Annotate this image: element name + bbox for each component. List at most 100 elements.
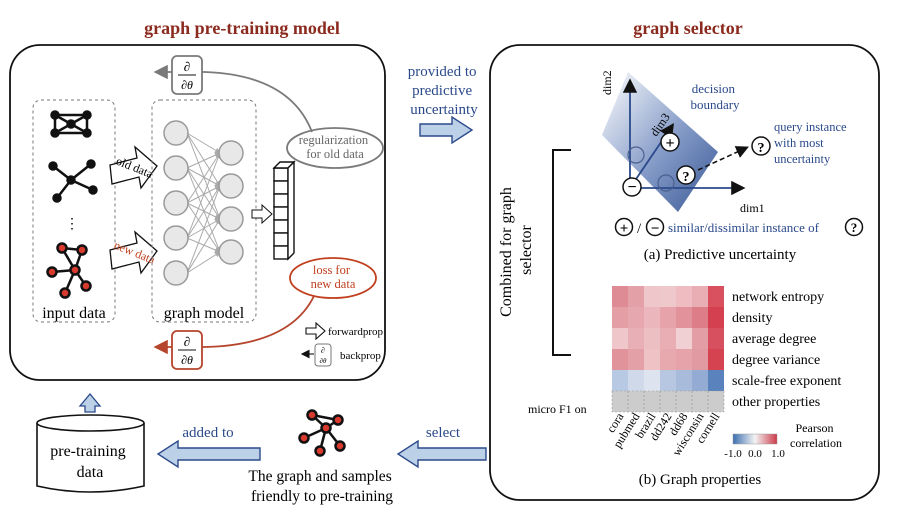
heatmap-cell [676,328,692,349]
query-symbol: ? [683,170,690,185]
colorbar [732,433,778,445]
grad-gray-num: ∂ [184,59,190,74]
heatmap-cell [612,307,628,328]
heatmap-cell [708,349,724,370]
query-label: query instance with most uncertainty [774,120,850,166]
property-label: density [732,311,772,326]
legend-query: ? [851,220,858,235]
heatmap-cell [627,390,645,413]
loss-arrow [153,295,315,355]
heatmap-cell [611,390,629,413]
backprop-label: backprop [340,350,381,362]
query-line-2: with most [774,136,824,150]
pretraining-line-2: data [77,464,104,481]
decision-boundary-label: decision boundary [690,81,740,112]
heatmap-cell [612,286,628,307]
regularization-line-2: for old data [306,147,364,161]
heatmap-cell [676,307,692,328]
minus-symbol: − [627,179,636,196]
minus-instance-3 [622,177,642,197]
heatmap-cell [660,307,676,328]
regularization-arrow [153,64,313,133]
property-label: scale-free exponent [732,374,841,389]
combined-label: Combined for graph selector [498,183,535,317]
decision-line-1: decision [692,81,736,96]
heatmap-cell [676,349,692,370]
heatmap-cell [660,328,676,349]
graph-model-box [151,99,257,323]
grad-red-den: ∂θ [181,353,193,367]
regularization-line-1: regularization [299,133,369,147]
heatmap-cell [692,307,708,328]
friendly-line-1: The graph and samples [248,468,391,485]
property-label: average degree [732,332,816,347]
provided-line-2: predictive [412,83,472,99]
loss-line-1: loss for [313,263,351,277]
provided-arrow [419,115,474,145]
heatmap-cell [628,307,644,328]
forwardprop-label: forwardprop [328,326,383,338]
embedding-vector [272,160,296,261]
colorbar-title: Pearson correlation [790,421,842,450]
up-arrow [78,392,102,413]
heatmap-cell [628,328,644,349]
heatmap-cell [660,370,676,391]
heatmap-cell [708,328,724,349]
input-data-box [32,99,116,323]
input-graph-red [46,242,92,299]
dim1-label: dim1 [740,201,765,215]
heatmap-cell [676,286,692,307]
legend-text: similar/dissimilar instance of [668,220,820,235]
property-label: other properties [732,395,820,410]
heatmap-cell [644,286,660,307]
selector-title: graph selector [633,18,742,38]
colorbar-tick-min: -1.0 [724,448,742,460]
heatmap-cell [660,286,676,307]
plus-symbol: + [665,135,674,152]
select-label: select [426,425,461,441]
heatmap-cell [644,370,660,391]
heatmap-cell [692,370,708,391]
heatmap-cell [612,328,628,349]
heatmap-cell [628,286,644,307]
new-data-arrow: new data [109,230,158,275]
forwardprop-icon [305,321,326,341]
query-arrow [697,146,749,171]
heatmap-cell [708,307,724,328]
heatmap-cell [675,390,693,413]
regularization-label: regularization for old data [299,133,372,161]
combined-bracket [552,149,571,356]
colorbar-tick-max: 1.0 [771,448,785,460]
legend-query-icon [844,217,864,237]
property-label: degree variance [732,353,820,368]
heatmap-cell [659,390,677,413]
colorbar-tick-mid: 0.0 [748,448,762,460]
legend-minus-icon [645,217,665,237]
provided-line-1: provided to [408,64,477,80]
pretraining-line-1: pre-training [50,443,126,460]
loss-ellipse [289,257,377,299]
graph-model-label: graph model [164,305,245,322]
query-target-symbol: ? [758,141,765,156]
uncertainty-plot: dim2 dim1 dim3 decision boundary + − ? ?… [600,70,850,215]
caption-b: (b) Graph properties [639,472,762,488]
old-data-arrow: old data [109,145,158,190]
caption-a: (a) Predictive uncertainty [644,247,797,263]
select-arrow [396,439,487,469]
regularization-ellipse [286,127,384,169]
query-instance [676,165,696,185]
embedding-arrow [251,203,273,225]
heatmap-cell [612,349,628,370]
heatmap-cell [643,390,661,413]
heatmap-cell [708,370,724,391]
input-ellipsis: ⋮ [65,217,79,232]
added-arrow [156,439,261,469]
selected-graph [298,409,346,457]
nn-nodes [163,120,244,286]
heatmap-cell [707,390,725,413]
heatmap-cell [692,349,708,370]
heatmap-cell [708,286,724,307]
heatmap-cell [692,328,708,349]
combined-line-1: Combined for graph [498,187,515,317]
